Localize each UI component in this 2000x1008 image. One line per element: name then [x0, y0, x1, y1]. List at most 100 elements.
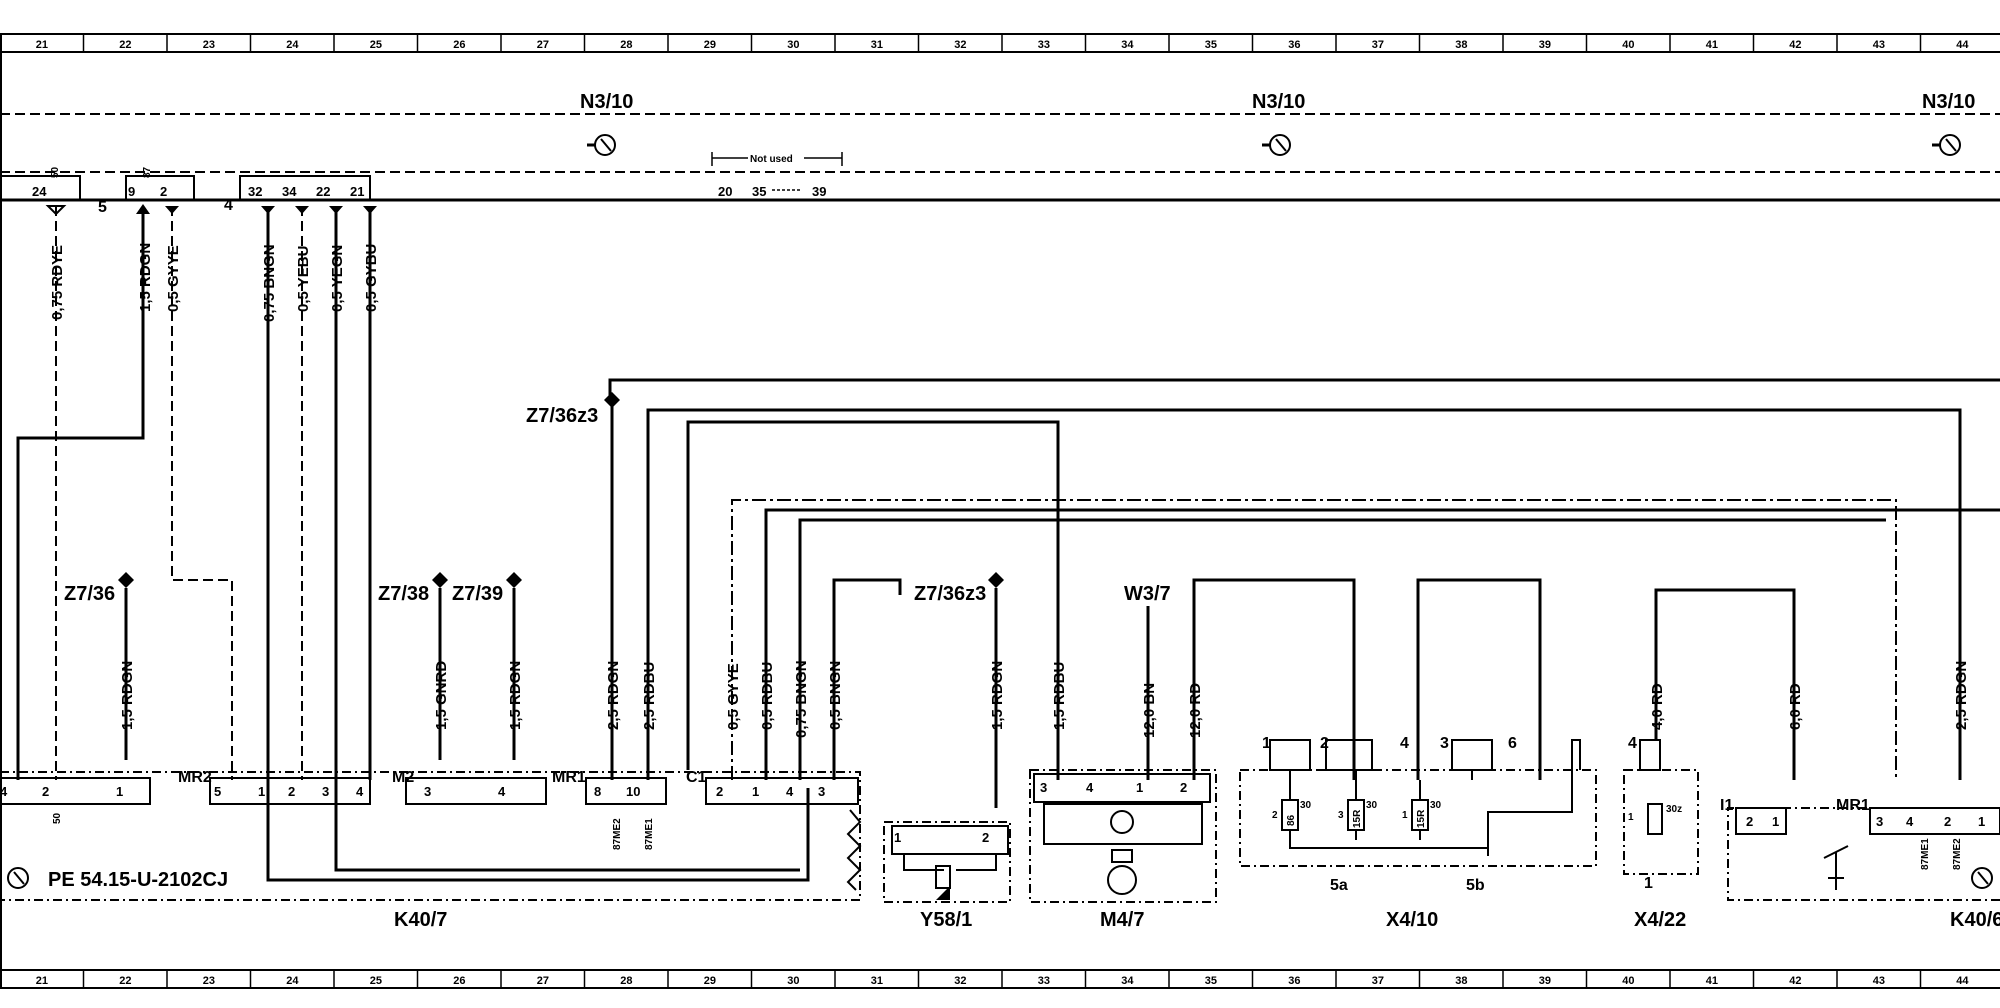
ruler-cell: 29	[704, 39, 716, 51]
x422-num-1: 1	[1628, 812, 1634, 823]
ruler-cell: 21	[36, 975, 48, 987]
ruler-cell: 34	[1121, 39, 1134, 51]
pin-35: 35	[752, 184, 766, 199]
wire-label-w11: 2,5 RDGN	[605, 661, 622, 730]
x410-5a: 5a	[1330, 877, 1348, 894]
x410-num-3: 3	[1440, 735, 1449, 752]
k40-tag-87me2: 87ME2	[612, 818, 623, 850]
ruler-cell: 26	[453, 39, 465, 51]
connector-5: 5	[98, 199, 107, 216]
pin-24: 24	[32, 184, 47, 199]
wire-label-yebu: 0,5 YEBU	[295, 246, 312, 312]
ruler-cell: 22	[119, 39, 131, 51]
x422-num-1b: 1	[1644, 875, 1653, 892]
wire-label-w12: 2,5 RDBU	[641, 662, 658, 730]
k40-pin-2c: 2	[716, 784, 723, 799]
k40-mr2: MR2	[178, 769, 212, 786]
x422-code: 30z	[1666, 804, 1682, 815]
not-used-label: Not used	[750, 154, 793, 165]
k40-pin-1c: 1	[752, 784, 759, 799]
k40-mr1: MR1	[552, 769, 586, 786]
x410-label: X4/10	[1386, 909, 1438, 931]
k40-pin-1b: 1	[258, 784, 265, 799]
wire-label-w18: 1,5 RDBU	[1051, 662, 1068, 730]
ruler-cell: 32	[954, 975, 966, 987]
x410-num-6: 6	[1508, 735, 1517, 752]
k40-pin-4c: 4	[498, 784, 506, 799]
ruler-cell: 35	[1205, 39, 1217, 51]
m4-7-fan: 3 4 1 2 M4/7	[1029, 769, 1217, 931]
wire-label-w13: 0,5 GYYE	[725, 663, 742, 730]
k40r-pin-1: 1	[1772, 814, 1779, 829]
pin-32: 32	[248, 184, 262, 199]
x410-relay-3-pin: 1	[1402, 810, 1408, 821]
ruler-cell: 28	[620, 975, 632, 987]
x422-num-4: 4	[1628, 735, 1637, 752]
wire-label-w16: 0,5 BNGN	[827, 661, 844, 730]
ruler-cell: 24	[286, 975, 299, 987]
ground-symbol-2	[1262, 134, 1291, 156]
wire-label-w22: 6,0 RD	[1787, 683, 1804, 730]
k40r-pin-2: 2	[1746, 814, 1753, 829]
k40r-pin-3: 3	[1876, 814, 1883, 829]
ruler-cell: 30	[787, 39, 799, 51]
ruler-cell: 37	[1372, 975, 1384, 987]
wire-label-w19: 12,0 BN	[1141, 683, 1158, 738]
ruler-cell: 41	[1706, 39, 1718, 51]
y58-1-valve: 1 2 Y58/1	[883, 821, 1011, 931]
ruler-cell: 42	[1789, 39, 1801, 51]
point-z7-36z3-mid: Z7/36z3	[914, 583, 986, 605]
wire-label-rdgn: 1,5 RDGN	[137, 243, 154, 312]
ruler-cell: 39	[1539, 975, 1551, 987]
k40-pin-2b: 2	[288, 784, 295, 799]
wire-label-w17: 1,5 RDGN	[989, 661, 1006, 730]
y58-pin-1: 1	[894, 830, 901, 845]
y58-label: Y58/1	[920, 909, 972, 931]
k40-pin-5: 5	[214, 784, 221, 799]
ruler-cell: 38	[1455, 39, 1467, 51]
pin-2: 2	[160, 184, 167, 199]
ruler-cell: 25	[370, 975, 382, 987]
k40-pin-3c: 3	[818, 784, 825, 799]
k40-tag-50: 50	[52, 812, 63, 824]
point-z7-36: Z7/36	[64, 583, 115, 605]
pin-34: 34	[282, 184, 297, 199]
ruler-cell: 44	[1956, 39, 1969, 51]
ruler-cell: 24	[286, 39, 299, 51]
ruler-cell: 26	[453, 975, 465, 987]
ruler-cell: 35	[1205, 975, 1217, 987]
wire-label-yegn: 0,5 YEGN	[329, 245, 346, 312]
k40-pin-3: 3	[322, 784, 329, 799]
k40-tag-87me1: 87ME1	[644, 818, 655, 850]
point-z7-36z3-top: Z7/36z3	[526, 405, 598, 427]
bus-wires: 0,75 RDYE 1,5 RDGN 0,5 GYYE 0,75 BNGN 0,…	[16, 204, 810, 882]
y58-pin-2: 2	[982, 830, 989, 845]
x410-relay-1-tag: 30	[1300, 800, 1312, 811]
k40-ref: PE 54.15-U-2102CJ	[48, 869, 228, 891]
ruler-cell: 22	[119, 975, 131, 987]
pin-22: 22	[316, 184, 330, 199]
ruler-cell: 25	[370, 39, 382, 51]
ruler-cell: 40	[1622, 975, 1634, 987]
ruler-cell: 34	[1121, 975, 1134, 987]
point-w3-7: W3/7	[1124, 583, 1171, 605]
ruler-cell: 27	[537, 975, 549, 987]
k40-6-module: I1 MR1 2 1 3 4 2 1 87ME1 87ME2 K40/6	[1720, 797, 2000, 931]
pin-39: 39	[812, 184, 826, 199]
k40r-pin-1b: 1	[1978, 814, 1985, 829]
x410-relay-1-code: 86	[1286, 814, 1297, 826]
k40-pin-4b: 4	[356, 784, 364, 799]
pin-21: 21	[350, 184, 364, 199]
m47-label: M4/7	[1100, 909, 1144, 931]
ruler-cell: 42	[1789, 975, 1801, 987]
wire-label-w20: 12,0 RD	[1187, 683, 1204, 738]
ruler-cell: 43	[1873, 975, 1885, 987]
ruler-cell: 43	[1873, 39, 1885, 51]
ruler-cell: 29	[704, 975, 716, 987]
ruler-cell: 37	[1372, 39, 1384, 51]
x410-relay-2-tag: 30	[1366, 800, 1378, 811]
wire-label-gyye: 0,5 GYYE	[165, 245, 182, 312]
k40-pin-8: 8	[594, 784, 601, 799]
wire-label-w23: 2,5 RDGN	[1953, 661, 1970, 730]
